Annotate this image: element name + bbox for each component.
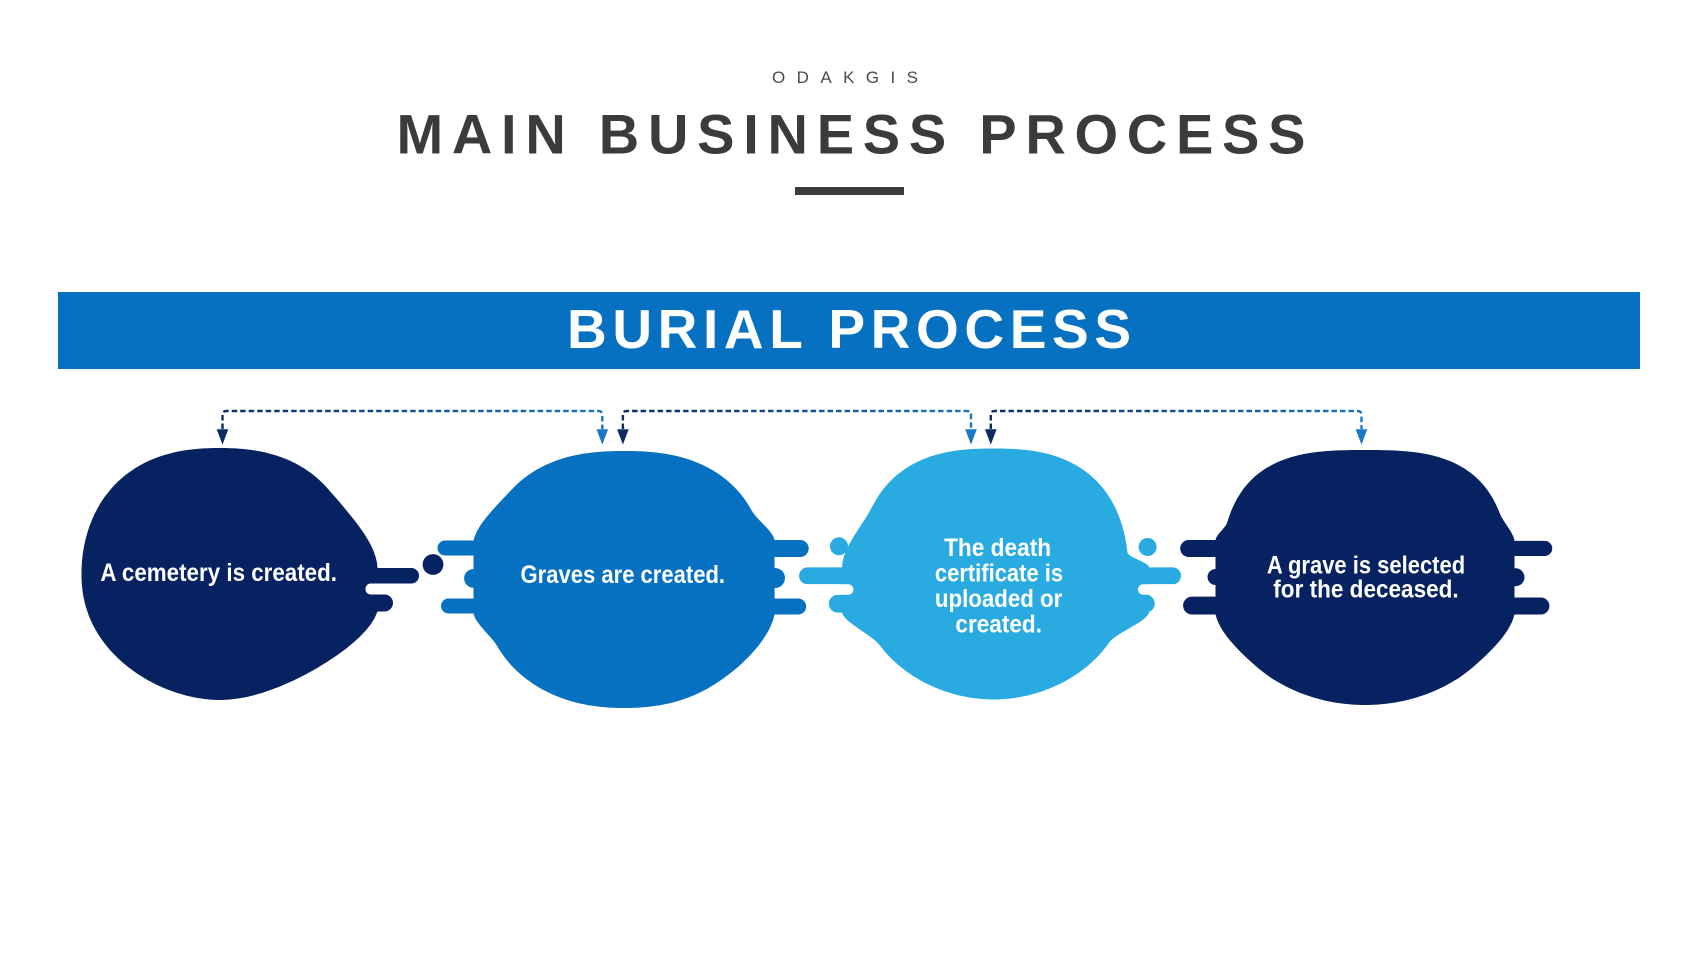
svg-text:Graves are created.: Graves are created. xyxy=(521,561,726,589)
svg-text:BURIAL PROCESS: BURIAL PROCESS xyxy=(567,298,1131,360)
svg-text:created.: created. xyxy=(955,611,1042,639)
svg-text:The death: The death xyxy=(944,534,1051,562)
svg-text:certificate is: certificate is xyxy=(935,560,1063,588)
svg-text:for the deceased.: for the deceased. xyxy=(1273,576,1458,604)
svg-text:uploaded or: uploaded or xyxy=(935,585,1063,613)
svg-text:MAIN BUSINESS PROCESS: MAIN BUSINESS PROCESS xyxy=(397,103,1306,166)
svg-text:ODAKGIS: ODAKGIS xyxy=(772,68,918,87)
svg-text:A cemetery is created.: A cemetery is created. xyxy=(100,559,337,587)
svg-text:A grave is selected: A grave is selected xyxy=(1267,552,1465,580)
